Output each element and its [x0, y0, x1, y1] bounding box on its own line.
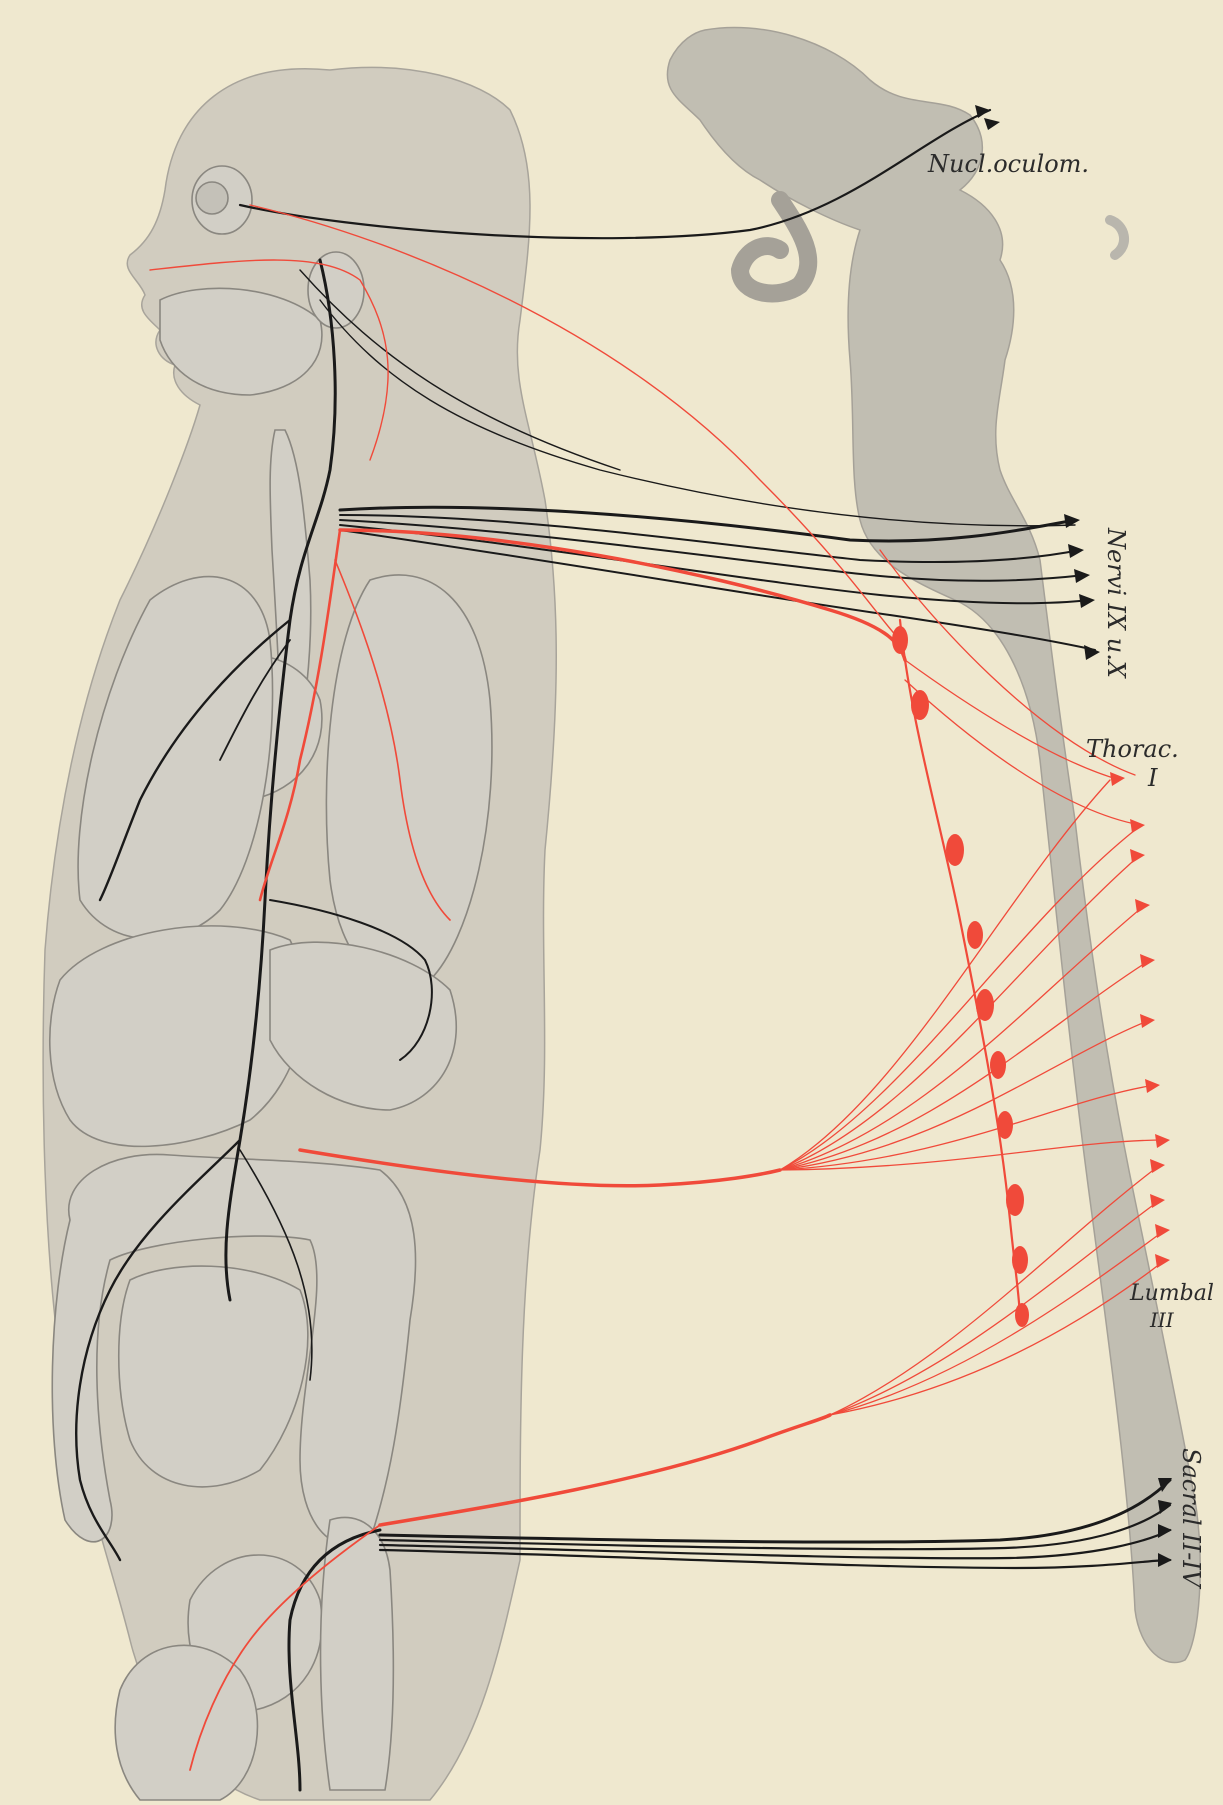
- label-thorac: Thorac.: [1086, 735, 1179, 763]
- ganglion: [946, 834, 964, 866]
- label-nervi: Nervi IX u.X: [1102, 527, 1130, 679]
- ganglion: [1015, 1303, 1029, 1327]
- label-thorac-number: I: [1147, 764, 1158, 792]
- ganglion: [967, 921, 983, 949]
- ganglion: [990, 1051, 1006, 1079]
- label-sacral: Sacral II-IV: [1177, 1448, 1205, 1590]
- label-nucl-oculom: Nucl.oculom.: [927, 150, 1089, 178]
- ganglion: [892, 626, 908, 654]
- ganglion: [997, 1111, 1013, 1139]
- ganglion: [976, 989, 994, 1021]
- ganglion: [911, 690, 929, 720]
- rectum-organ: [321, 1517, 394, 1790]
- ganglion: [1012, 1246, 1028, 1274]
- ganglion: [1006, 1184, 1024, 1216]
- label-lumbal-number: III: [1149, 1308, 1175, 1332]
- genital-organ: [115, 1645, 257, 1800]
- label-lumbal: Lumbal: [1129, 1281, 1214, 1306]
- eye-lens: [196, 182, 228, 214]
